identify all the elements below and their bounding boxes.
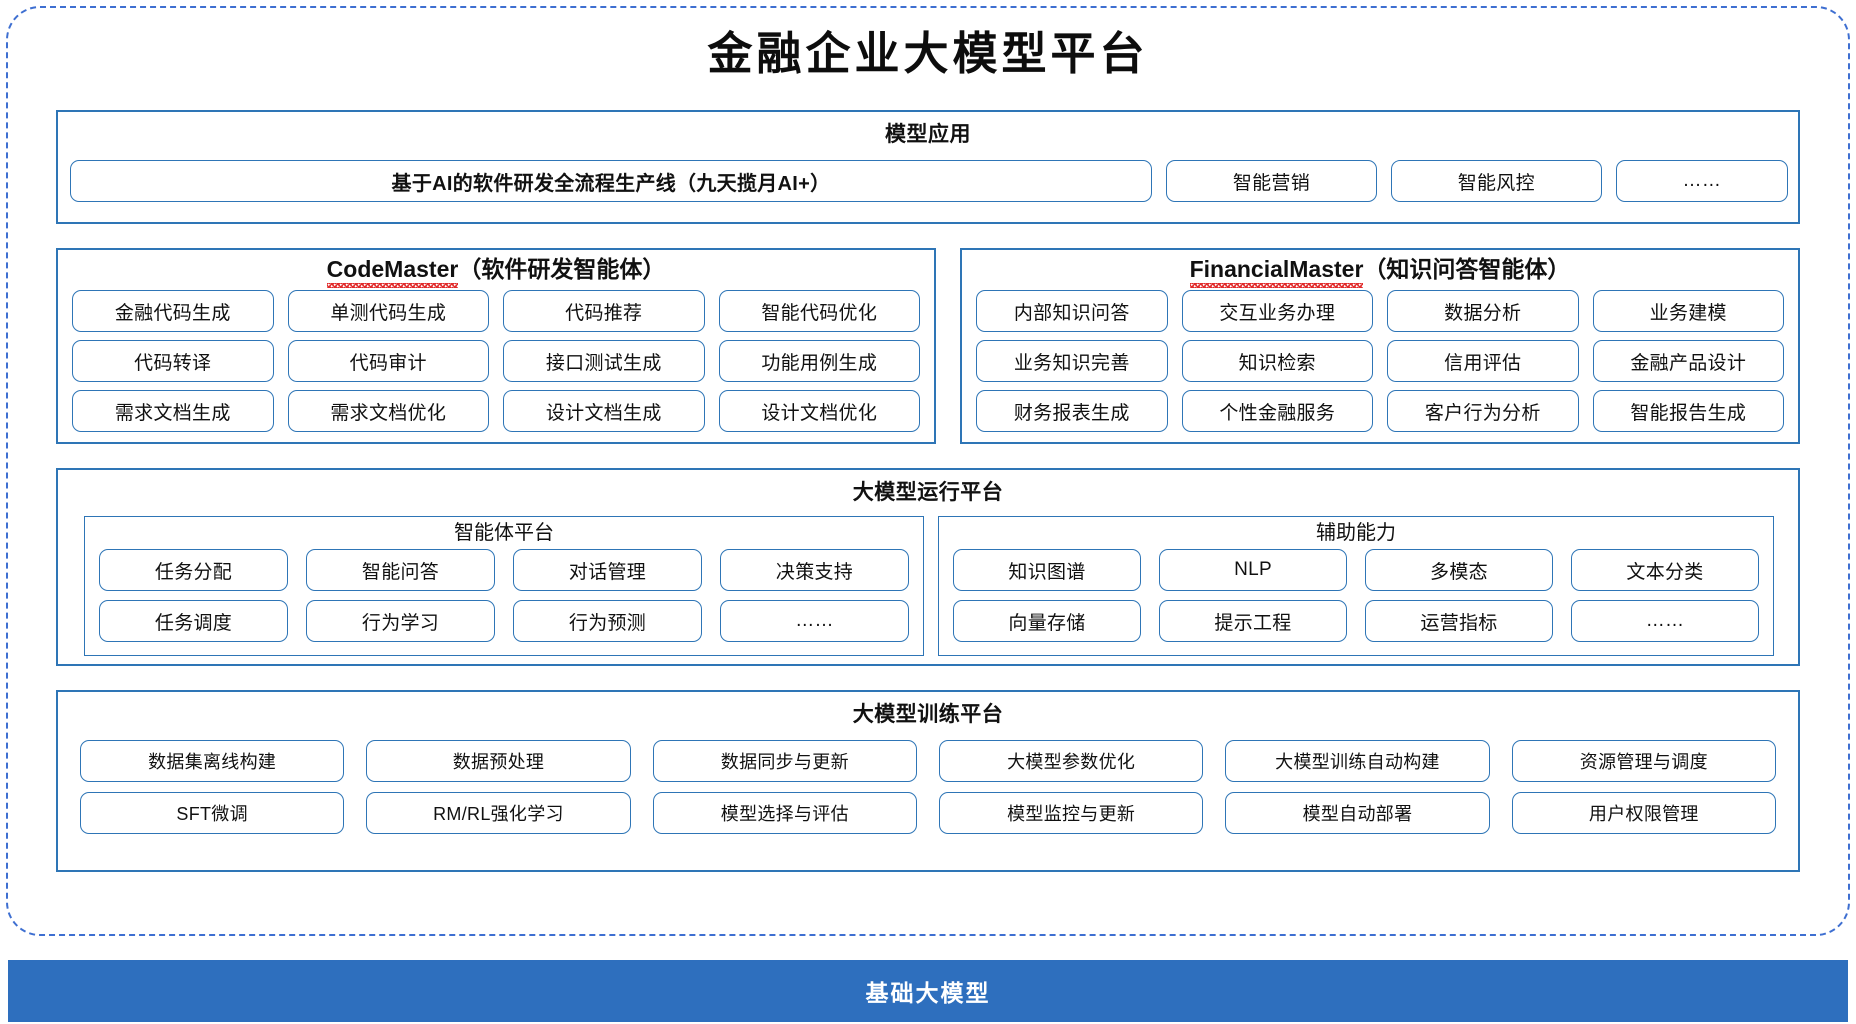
code-master-subtitle: （软件研发智能体） [458,256,666,282]
chip-financial-master-2[interactable]: 数据分析 [1387,290,1579,332]
chip-code-master-1[interactable]: 单测代码生成 [287,290,489,332]
chip-financial-master-0[interactable]: 内部知识问答 [976,290,1168,332]
chip-intelligent-risk-control[interactable]: 智能风控 [1390,160,1602,202]
chip-model-application-more[interactable]: …… [1615,160,1788,202]
outer-dashed-frame [6,6,1850,936]
section-runtime-platform: 大模型运行平台 智能体平台 任务分配 智能问答 对话管理 决策支持 任务调度 行… [56,468,1800,666]
financial-master-name: FinancialMaster [1189,256,1364,288]
footer-foundation-model-bar: 基础大模型 [8,960,1848,1022]
chip-auxiliary-6[interactable]: 运营指标 [1365,600,1553,642]
chip-auxiliary-5[interactable]: 提示工程 [1159,600,1347,642]
code-master-name: CodeMaster [326,256,459,288]
chip-training-7[interactable]: RM/RL强化学习 [366,792,631,834]
chip-agent-platform-5[interactable]: 行为学习 [306,600,495,642]
chip-agent-platform-0[interactable]: 任务分配 [99,549,288,591]
subsection-auxiliary-capability: 辅助能力 知识图谱 NLP 多模态 文本分类 向量存储 提示工程 运营指标 …… [938,516,1774,656]
chip-auxiliary-0[interactable]: 知识图谱 [953,549,1141,591]
chip-auxiliary-4[interactable]: 向量存储 [953,600,1141,642]
chip-code-master-0[interactable]: 金融代码生成 [72,290,274,332]
chip-code-master-10[interactable]: 设计文档生成 [503,390,705,432]
chip-agent-platform-2[interactable]: 对话管理 [513,549,702,591]
chip-financial-master-5[interactable]: 知识检索 [1181,340,1373,382]
chip-auxiliary-2[interactable]: 多模态 [1365,549,1553,591]
chip-training-0[interactable]: 数据集离线构建 [80,740,345,782]
chip-code-master-8[interactable]: 需求文档生成 [72,390,274,432]
chip-financial-master-1[interactable]: 交互业务办理 [1181,290,1373,332]
chip-training-1[interactable]: 数据预处理 [366,740,631,782]
section-financial-master: FinancialMaster（知识问答智能体） 内部知识问答 交互业务办理 数… [960,248,1800,444]
section-title-financial-master: FinancialMaster（知识问答智能体） [962,254,1798,288]
chip-code-master-2[interactable]: 代码推荐 [503,290,705,332]
chip-financial-master-11[interactable]: 智能报告生成 [1592,390,1784,432]
section-code-master: CodeMaster（软件研发智能体） 金融代码生成 单测代码生成 代码推荐 智… [56,248,936,444]
chip-code-master-4[interactable]: 代码转译 [72,340,274,382]
chip-training-2[interactable]: 数据同步与更新 [652,740,917,782]
footer-label: 基础大模型 [865,980,991,1006]
chip-training-11[interactable]: 用户权限管理 [1511,792,1776,834]
chip-auxiliary-1[interactable]: NLP [1159,549,1347,591]
chip-code-master-3[interactable]: 智能代码优化 [718,290,920,332]
training-platform-grid: 数据集离线构建 数据预处理 数据同步与更新 大模型参数优化 大模型训练自动构建 … [80,740,1776,834]
chip-code-master-6[interactable]: 接口测试生成 [503,340,705,382]
section-title-training-platform: 大模型训练平台 [852,703,1004,726]
subsection-title-agent-platform: 智能体平台 [454,522,554,544]
financial-master-grid: 内部知识问答 交互业务办理 数据分析 业务建模 业务知识完善 知识检索 信用评估… [976,290,1784,432]
chip-code-master-7[interactable]: 功能用例生成 [718,340,920,382]
chip-training-8[interactable]: 模型选择与评估 [652,792,917,834]
section-title-code-master: CodeMaster（软件研发智能体） [58,254,934,288]
chip-financial-master-8[interactable]: 财务报表生成 [976,390,1168,432]
chip-training-5[interactable]: 资源管理与调度 [1511,740,1776,782]
chip-agent-platform-6[interactable]: 行为预测 [513,600,702,642]
chip-agent-platform-1[interactable]: 智能问答 [306,549,495,591]
code-master-grid: 金融代码生成 单测代码生成 代码推荐 智能代码优化 代码转译 代码审计 接口测试… [72,290,920,432]
section-title-runtime-platform: 大模型运行平台 [852,481,1004,504]
chip-intelligent-marketing[interactable]: 智能营销 [1166,160,1377,202]
chip-financial-master-7[interactable]: 金融产品设计 [1592,340,1784,382]
section-model-application: 模型应用 基于AI的软件研发全流程生产线（九天揽月AI+） 智能营销 智能风控 … [56,110,1800,224]
section-training-platform: 大模型训练平台 数据集离线构建 数据预处理 数据同步与更新 大模型参数优化 大模… [56,690,1800,872]
chip-financial-master-3[interactable]: 业务建模 [1592,290,1784,332]
chip-code-master-5[interactable]: 代码审计 [287,340,489,382]
financial-master-subtitle: （知识问答智能体） [1363,256,1571,282]
chip-training-3[interactable]: 大模型参数优化 [939,740,1204,782]
chip-training-4[interactable]: 大模型训练自动构建 [1225,740,1490,782]
subsection-title-auxiliary-capability: 辅助能力 [1316,522,1396,544]
chip-financial-master-10[interactable]: 客户行为分析 [1387,390,1579,432]
chip-auxiliary-more[interactable]: …… [1571,600,1759,642]
chip-training-10[interactable]: 模型自动部署 [1225,792,1490,834]
chip-agent-platform-4[interactable]: 任务调度 [99,600,288,642]
chip-code-master-11[interactable]: 设计文档优化 [718,390,920,432]
model-application-row: 基于AI的软件研发全流程生产线（九天揽月AI+） 智能营销 智能风控 …… [70,160,1788,202]
chip-ai-sdlc-production-line[interactable]: 基于AI的软件研发全流程生产线（九天揽月AI+） [70,160,1152,202]
chip-financial-master-9[interactable]: 个性金融服务 [1181,390,1373,432]
auxiliary-capability-grid: 知识图谱 NLP 多模态 文本分类 向量存储 提示工程 运营指标 …… [953,549,1759,642]
page-title: 金融企业大模型平台 [707,29,1149,79]
chip-auxiliary-3[interactable]: 文本分类 [1571,549,1759,591]
subsection-agent-platform: 智能体平台 任务分配 智能问答 对话管理 决策支持 任务调度 行为学习 行为预测… [84,516,924,656]
chip-training-9[interactable]: 模型监控与更新 [939,792,1204,834]
agent-platform-grid: 任务分配 智能问答 对话管理 决策支持 任务调度 行为学习 行为预测 …… [99,549,909,642]
chip-agent-platform-3[interactable]: 决策支持 [720,549,909,591]
section-title-model-application: 模型应用 [885,123,971,146]
chip-financial-master-6[interactable]: 信用评估 [1387,340,1579,382]
chip-training-6[interactable]: SFT微调 [80,792,345,834]
chip-agent-platform-more[interactable]: …… [720,600,909,642]
chip-financial-master-4[interactable]: 业务知识完善 [976,340,1168,382]
chip-code-master-9[interactable]: 需求文档优化 [287,390,489,432]
